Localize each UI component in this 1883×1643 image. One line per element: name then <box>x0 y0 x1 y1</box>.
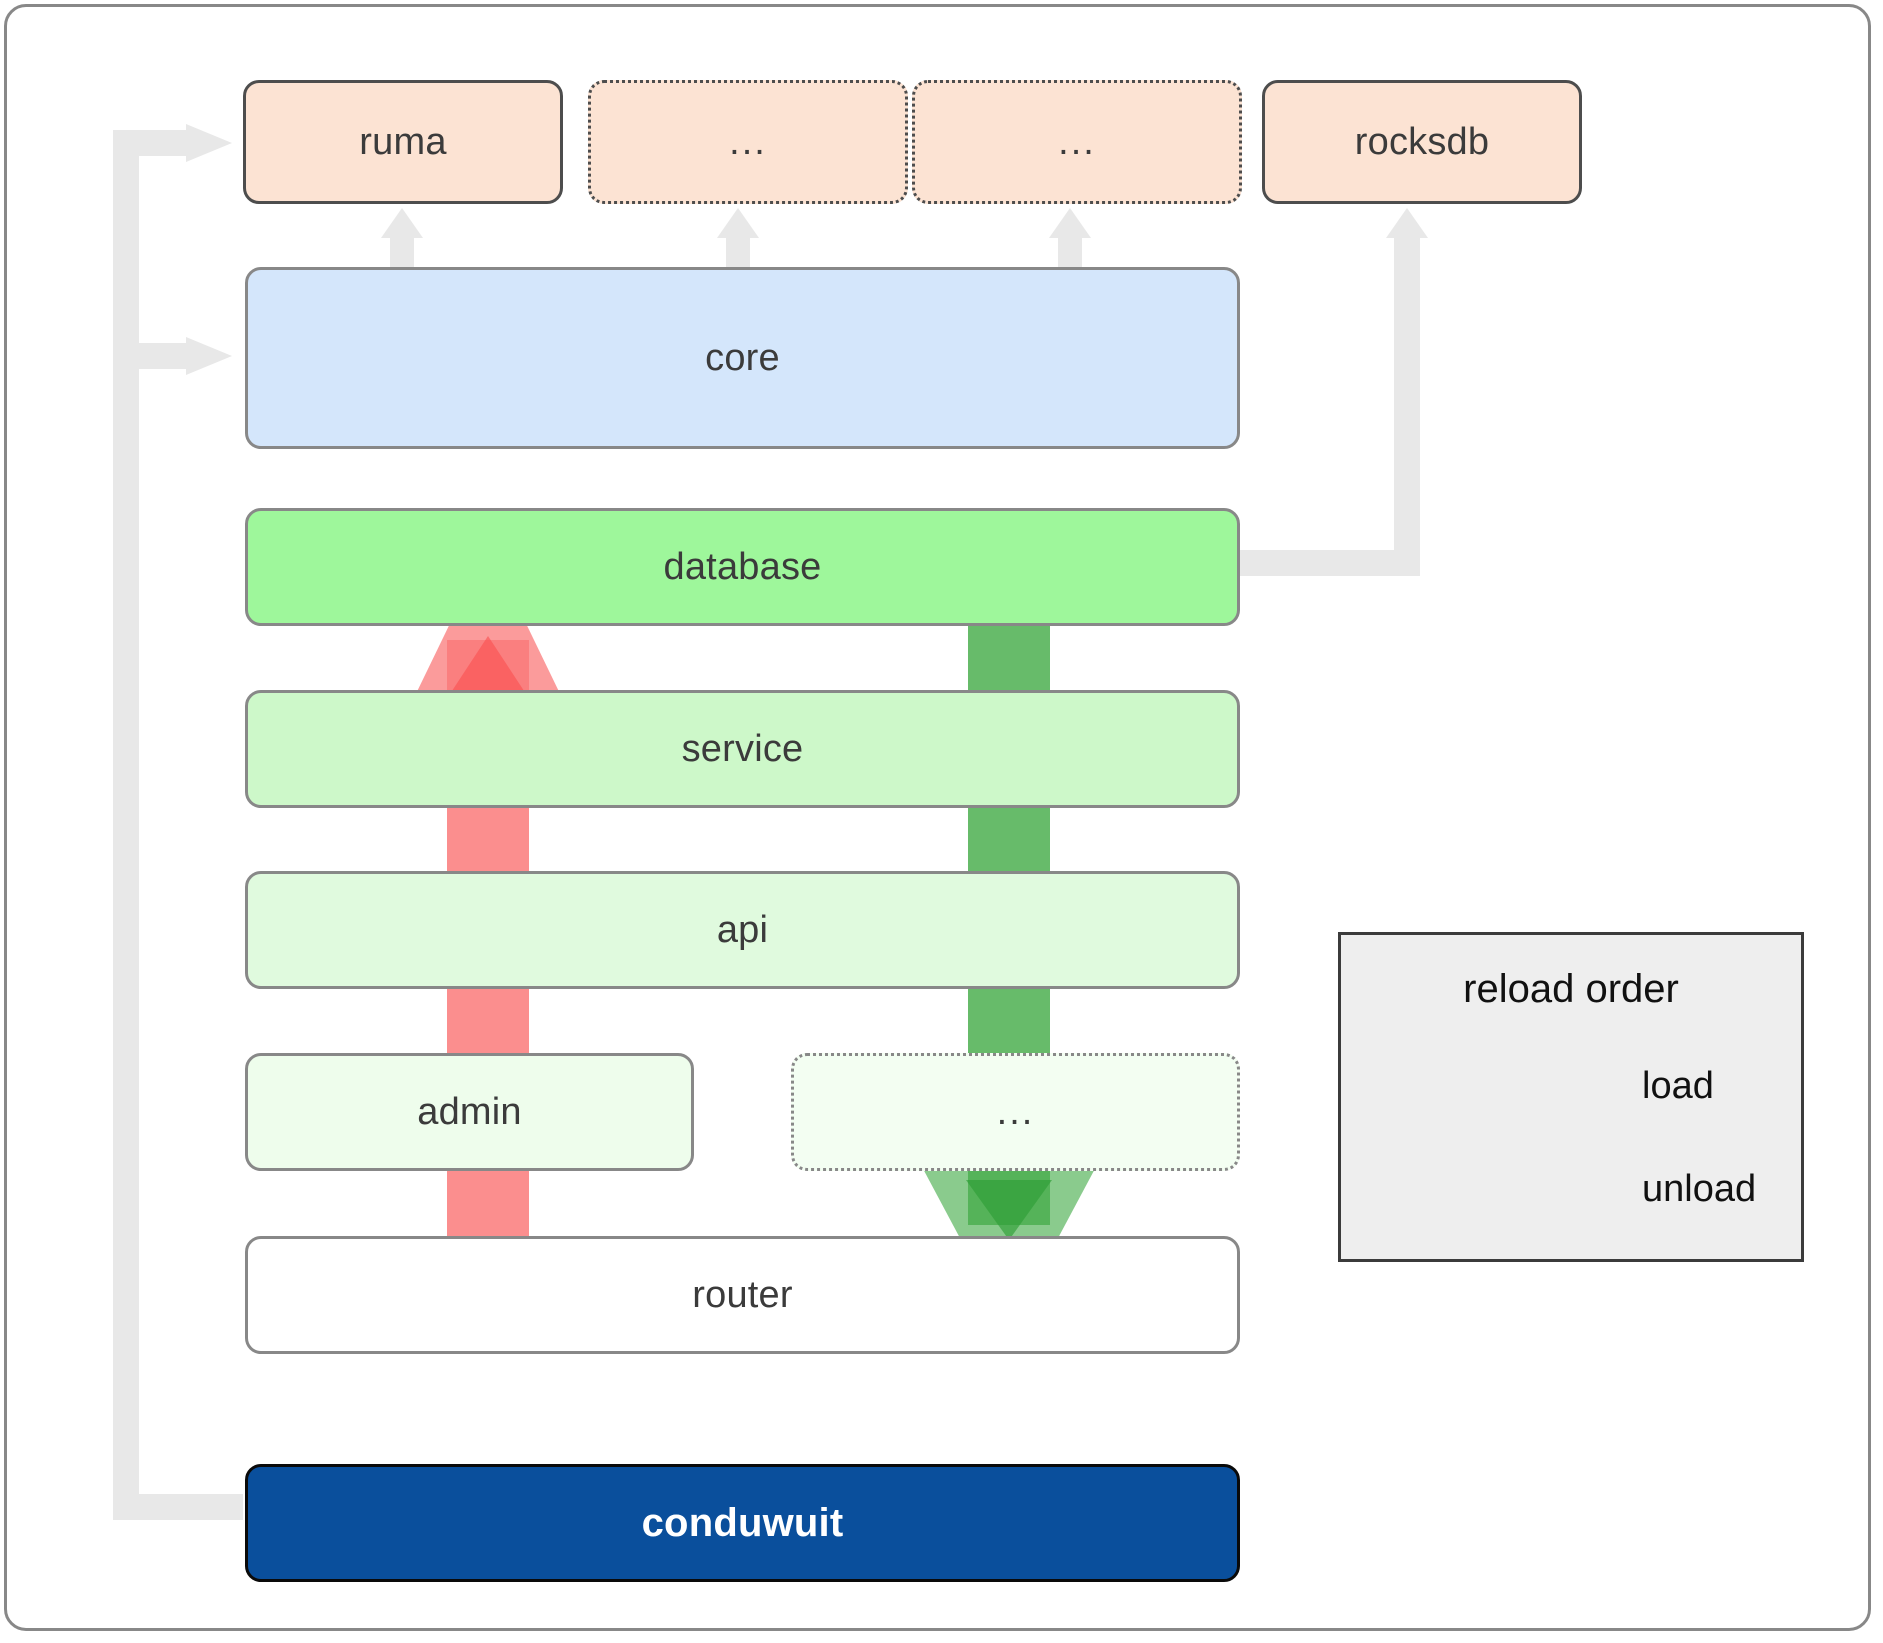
core-label: core <box>705 336 780 379</box>
layer-label-admin: admin <box>417 1090 522 1133</box>
dependency-box-ellipsis-1[interactable]: ... <box>588 80 908 204</box>
layer-label-ellipsis: ... <box>996 1090 1035 1133</box>
legend-panel: reload order <box>1338 932 1804 1262</box>
layer-label-database: database <box>663 545 822 588</box>
core-box[interactable]: core <box>245 267 1240 449</box>
legend-label-load: load <box>1642 1065 1714 1107</box>
layer-box-database[interactable]: database <box>245 508 1240 626</box>
layer-label-api: api <box>716 908 769 951</box>
layer-box-router[interactable]: router <box>245 1236 1240 1354</box>
diagram-frame <box>4 4 1871 1631</box>
layer-box-admin[interactable]: admin <box>245 1053 694 1171</box>
dependency-label-ruma: ruma <box>359 120 447 163</box>
layer-box-api[interactable]: api <box>245 871 1240 989</box>
dependency-box-ruma[interactable]: ruma <box>243 80 563 204</box>
layer-box-ellipsis[interactable]: ... <box>791 1053 1240 1171</box>
legend-title: reload order <box>1463 967 1679 1011</box>
layer-box-service[interactable]: service <box>245 690 1240 808</box>
dependency-label-rocksdb: rocksdb <box>1354 120 1490 163</box>
legend-label-unload: unload <box>1642 1168 1757 1210</box>
dependency-label-ellipsis-1: ... <box>729 120 767 163</box>
layer-label-service: service <box>681 727 804 770</box>
layer-label-router: router <box>692 1273 793 1316</box>
dependency-label-ellipsis-2: ... <box>1058 120 1096 163</box>
root-box-conduwuit[interactable]: conduwuit <box>245 1464 1240 1582</box>
dependency-box-ellipsis-2[interactable]: ... <box>912 80 1242 204</box>
dependency-box-rocksdb[interactable]: rocksdb <box>1262 80 1582 204</box>
root-label-conduwuit: conduwuit <box>641 1500 844 1545</box>
